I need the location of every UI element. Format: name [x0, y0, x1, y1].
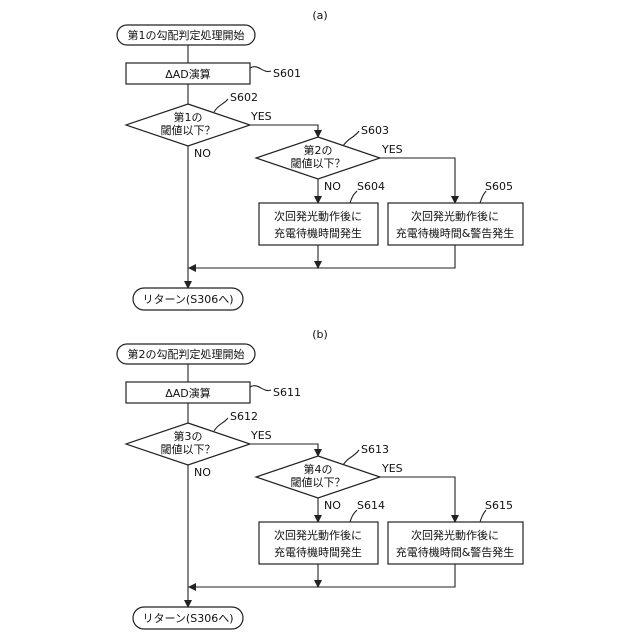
decision1-no-label: NO [194, 466, 211, 479]
decision1-label-line1: 第1の [174, 110, 203, 124]
decision1-no-label: NO [194, 147, 211, 160]
flowchart-1: (a)第1の勾配判定処理開始ΔAD演算S601第1の閾値以下？S602YESNO… [117, 9, 523, 310]
decision2-yes-label: YES [381, 462, 403, 475]
action2-label-line2: 充電待機時間&警告発生 [396, 545, 515, 559]
decision1-label-line1: 第3の [174, 429, 203, 443]
decision2-no-label: NO [324, 499, 341, 512]
calc-step-leader [250, 67, 271, 72]
decision1-step-number: S602 [230, 91, 258, 104]
action2-step-number: S615 [485, 499, 513, 512]
decision1-step-leader [214, 99, 228, 112]
flowchart-2: (b)第2の勾配判定処理開始ΔAD演算S611第3の閾値以下？S612YESNO… [117, 328, 523, 629]
decision1-step-leader [214, 418, 228, 431]
calc-process-label: ΔAD演算 [165, 67, 211, 81]
connector-action2-merge [189, 245, 455, 268]
start-terminal-label: 第1の勾配判定処理開始 [128, 28, 245, 42]
start-terminal-label: 第2の勾配判定処理開始 [128, 347, 245, 361]
decision2-label-line1: 第2の [304, 143, 333, 157]
calc-step-leader [250, 386, 271, 391]
calc-step-number: S611 [273, 386, 301, 399]
connector-action2-merge [189, 564, 455, 587]
action2-step-number: S605 [485, 180, 513, 193]
action2-label-line1: 次回発光動作後に [411, 209, 499, 223]
connector-decision2-yes [380, 477, 455, 522]
decision1-label-line2: 閾値以下？ [161, 443, 216, 456]
action1-label-line2: 充電待機時間発生 [274, 226, 362, 240]
decision1-label-line2: 閾値以下？ [161, 124, 216, 137]
end-terminal-label: リターン(S306へ) [142, 293, 233, 306]
figure-label: (b) [312, 328, 328, 341]
connector-decision2-yes [380, 158, 455, 203]
end-terminal-label: リターン(S306へ) [142, 612, 233, 625]
decision1-step-number: S612 [230, 410, 258, 423]
action2-label-line1: 次回発光動作後に [411, 528, 499, 542]
action1-step-number: S604 [357, 180, 385, 193]
decision1-yes-label: YES [250, 429, 272, 442]
decision2-label-line1: 第4の [304, 462, 333, 476]
decision2-step-number: S603 [361, 124, 389, 137]
decision2-step-number: S613 [361, 443, 389, 456]
decision2-no-label: NO [324, 180, 341, 193]
action1-label-line1: 次回発光動作後に [274, 209, 362, 223]
decision2-step-leader [343, 131, 359, 146]
decision2-label-line2: 閾値以下？ [291, 476, 346, 489]
figure-label: (a) [312, 9, 327, 22]
decision1-yes-label: YES [250, 110, 272, 123]
calc-process-label: ΔAD演算 [165, 386, 211, 400]
decision2-yes-label: YES [381, 143, 403, 156]
decision2-step-leader [343, 450, 359, 465]
action1-step-leader [350, 510, 357, 522]
action1-step-number: S614 [357, 499, 385, 512]
calc-step-number: S601 [273, 67, 301, 80]
action1-label-line1: 次回発光動作後に [274, 528, 362, 542]
decision2-label-line2: 閾値以下？ [291, 157, 346, 170]
action1-step-leader [350, 191, 357, 203]
action1-label-line2: 充電待機時間発生 [274, 545, 362, 559]
connector-decision1-yes [250, 125, 318, 137]
connector-decision1-yes [250, 444, 318, 456]
action2-label-line2: 充電待機時間&警告発生 [396, 226, 515, 240]
